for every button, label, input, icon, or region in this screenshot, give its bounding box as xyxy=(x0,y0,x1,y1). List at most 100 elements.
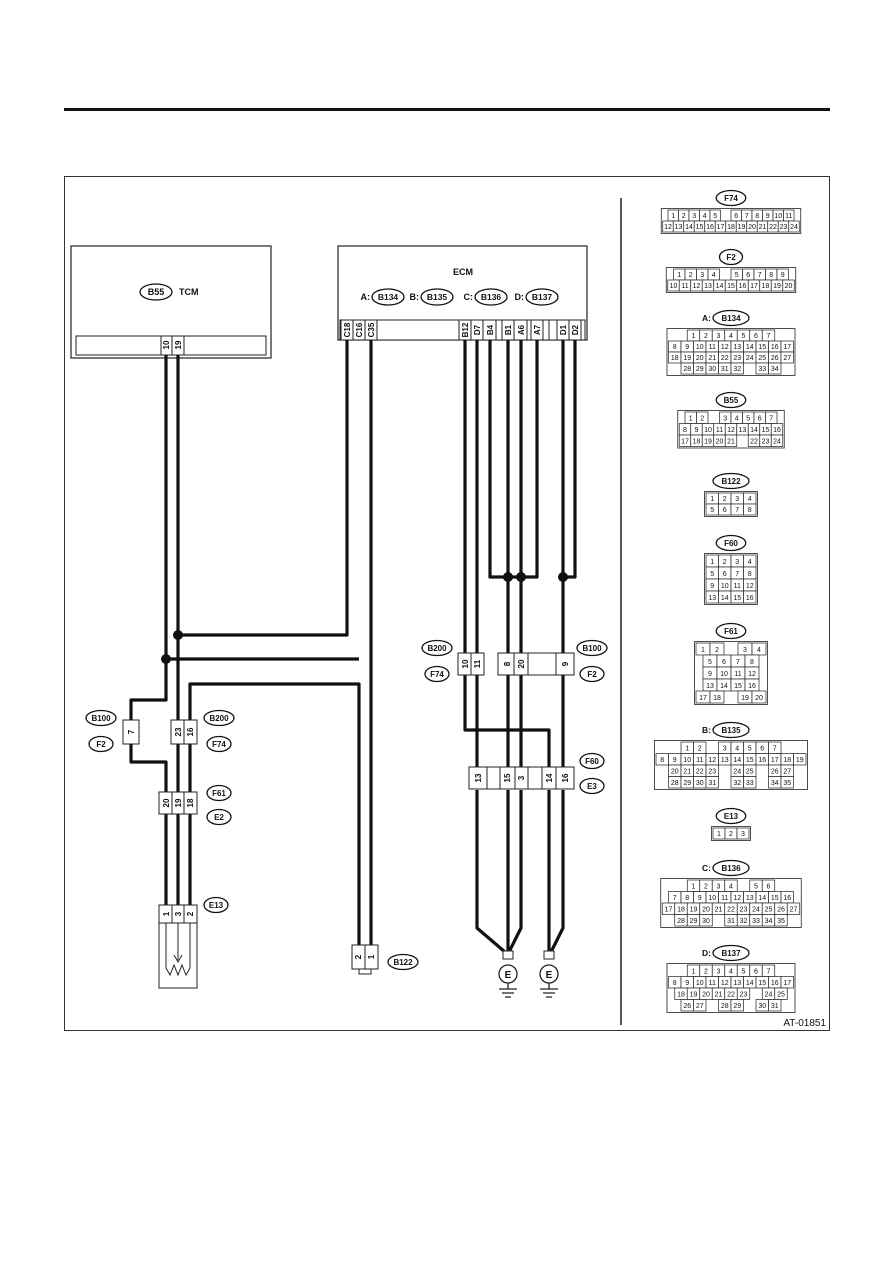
badge xyxy=(579,665,605,683)
wire xyxy=(129,355,168,720)
tcm-connector-label: B55 xyxy=(148,287,165,297)
legend-pin: 21 xyxy=(708,355,716,362)
legend-pin: 19 xyxy=(773,283,781,290)
badge-label: E3 xyxy=(587,782,597,791)
legend-pin: 15 xyxy=(746,757,754,764)
badge xyxy=(206,808,232,826)
resistor-symbol xyxy=(165,963,191,977)
ecm-pin: B4 xyxy=(486,324,495,335)
legend-pin: 27 xyxy=(696,1003,704,1010)
legend-pin: 16 xyxy=(758,757,766,764)
ground-label: E xyxy=(546,970,553,981)
legend-pin: 31 xyxy=(708,780,716,787)
legend-pin: 18 xyxy=(677,907,685,914)
ecm-connector-strip xyxy=(339,319,586,341)
legend-pin: 20 xyxy=(748,224,756,231)
legend-pin: 1 xyxy=(677,272,681,279)
badge-label: F2 xyxy=(587,670,597,679)
legend-pin: 1 xyxy=(717,831,721,838)
badge-label: B100 xyxy=(91,714,111,723)
legend-pin: 17 xyxy=(699,695,707,702)
legend-pin: 13 xyxy=(708,595,716,602)
legend-pin: 3 xyxy=(735,496,739,503)
badge-label: F2 xyxy=(96,740,106,749)
legend-pin: 3 xyxy=(717,884,721,891)
legend-pin: 24 xyxy=(773,439,781,446)
legend-pin: 19 xyxy=(704,439,712,446)
legend-housing xyxy=(660,208,802,234)
legend-pin: 7 xyxy=(769,416,773,423)
legend-pin: 13 xyxy=(733,344,741,351)
splice-dot xyxy=(161,654,171,664)
wires xyxy=(129,340,577,954)
legend-pin: 4 xyxy=(729,969,733,976)
legend-pin: 1 xyxy=(689,416,693,423)
legend-pin: 15 xyxy=(758,344,766,351)
legend-pin: 1 xyxy=(671,213,675,220)
legend-pin: 18 xyxy=(677,992,685,999)
ecm-connector-prefix: A: xyxy=(361,292,371,302)
legend-badge xyxy=(712,721,750,739)
legend-pin: 6 xyxy=(746,272,750,279)
legend-pin: 14 xyxy=(758,895,766,902)
wire xyxy=(507,790,523,953)
legend-pin: 14 xyxy=(720,683,728,690)
badge-label: F60 xyxy=(585,757,599,766)
e13-body xyxy=(158,923,198,989)
conn-pin: 3 xyxy=(517,775,526,780)
legend-pin: 24 xyxy=(746,355,754,362)
badge xyxy=(576,639,608,657)
legend-pin: 25 xyxy=(777,992,785,999)
legend-pin: 6 xyxy=(723,507,727,514)
legend-pin: 13 xyxy=(733,980,741,987)
legend-pin: 9 xyxy=(710,583,714,590)
legend-prefix: A: xyxy=(702,313,711,323)
legend-pin: 7 xyxy=(773,746,777,753)
legend-pin: 11 xyxy=(696,757,703,764)
legend-pin-cell xyxy=(774,914,788,927)
conn-pin: 11 xyxy=(473,659,482,668)
conn-pin: 16 xyxy=(561,773,570,782)
legend-pin: 18 xyxy=(693,439,701,446)
legend-pin-cell xyxy=(780,351,794,364)
legend-pin: 11 xyxy=(734,583,741,590)
legend-pin: 17 xyxy=(783,980,791,987)
legend-badge xyxy=(712,472,750,490)
legend-pin: 20 xyxy=(702,992,710,999)
legend-pin: 13 xyxy=(746,895,754,902)
legend-pin: 9 xyxy=(685,344,689,351)
legend-pin: 34 xyxy=(771,366,779,373)
legend-pin: 7 xyxy=(767,333,771,340)
legend-pin: 3 xyxy=(717,969,721,976)
badge xyxy=(421,639,453,657)
legend-label: B136 xyxy=(721,864,741,873)
tcm-pin: 19 xyxy=(174,340,183,349)
splice-dot xyxy=(173,630,183,640)
legend-pin: 9 xyxy=(695,427,699,434)
legend-label: F2 xyxy=(726,253,736,262)
legend-pin: 6 xyxy=(734,213,738,220)
ground-1: E xyxy=(498,950,518,998)
legend-pin: 12 xyxy=(693,283,701,290)
legend-pin: 16 xyxy=(748,683,756,690)
legend-pin: 8 xyxy=(748,571,752,578)
legend-pin: 12 xyxy=(664,224,672,231)
conn-b100-left xyxy=(122,719,140,745)
legend-pin: 19 xyxy=(796,757,804,764)
legend-pin: 17 xyxy=(783,344,791,351)
badge xyxy=(88,735,114,753)
legend-pin: 31 xyxy=(771,1003,779,1010)
badge xyxy=(579,777,605,795)
legend-badge xyxy=(712,859,750,877)
ground-terminal xyxy=(502,950,514,960)
legend-pin: 15 xyxy=(727,283,735,290)
legend-pin: 12 xyxy=(721,980,729,987)
legend-pin: 22 xyxy=(727,992,735,999)
legend-pin: 12 xyxy=(727,427,735,434)
legend-housing xyxy=(704,553,758,605)
